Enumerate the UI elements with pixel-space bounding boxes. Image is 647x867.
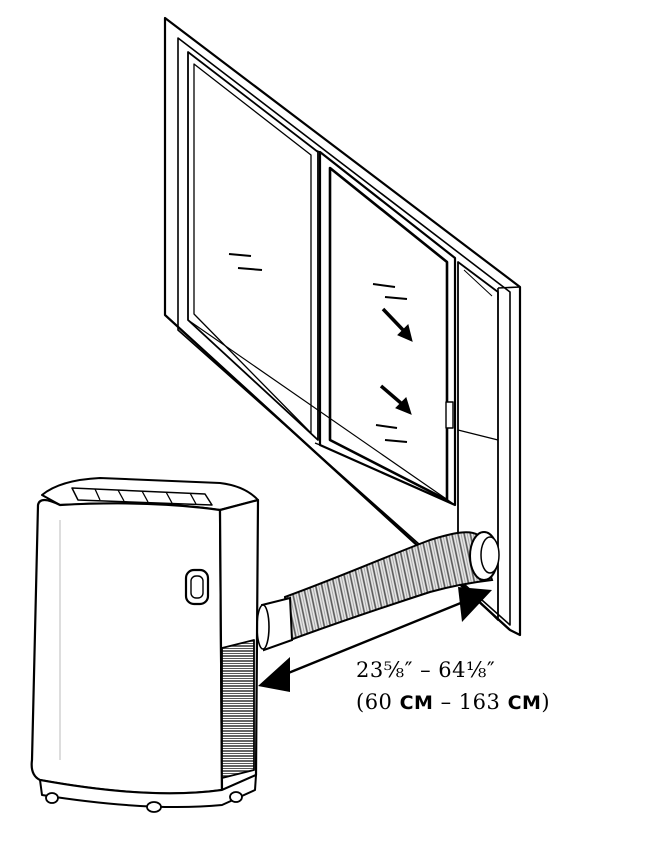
metric-close: ) xyxy=(541,690,551,714)
metric-mid: – 163 xyxy=(433,690,508,714)
window-frame-icon xyxy=(163,16,522,637)
dimension-imperial-label: 23⅝″ – 64⅛″ xyxy=(356,658,495,682)
metric-open: (60 xyxy=(356,690,400,714)
imperial-separator: – xyxy=(412,658,439,682)
metric-unit-2: CM xyxy=(507,692,542,714)
dimension-metric-label: (60 CM – 163 CM) xyxy=(356,690,550,714)
metric-unit-1: CM xyxy=(399,692,434,714)
glass-reflection-icon xyxy=(228,253,408,443)
airflow-arrow-icon xyxy=(379,307,413,415)
portable-air-conditioner-icon xyxy=(30,477,260,813)
imperial-min: 23⅝″ xyxy=(356,658,413,682)
measurement-double-arrow-icon xyxy=(258,587,492,692)
exhaust-hose-icon xyxy=(256,531,500,652)
imperial-max: 64⅛″ xyxy=(438,658,496,682)
